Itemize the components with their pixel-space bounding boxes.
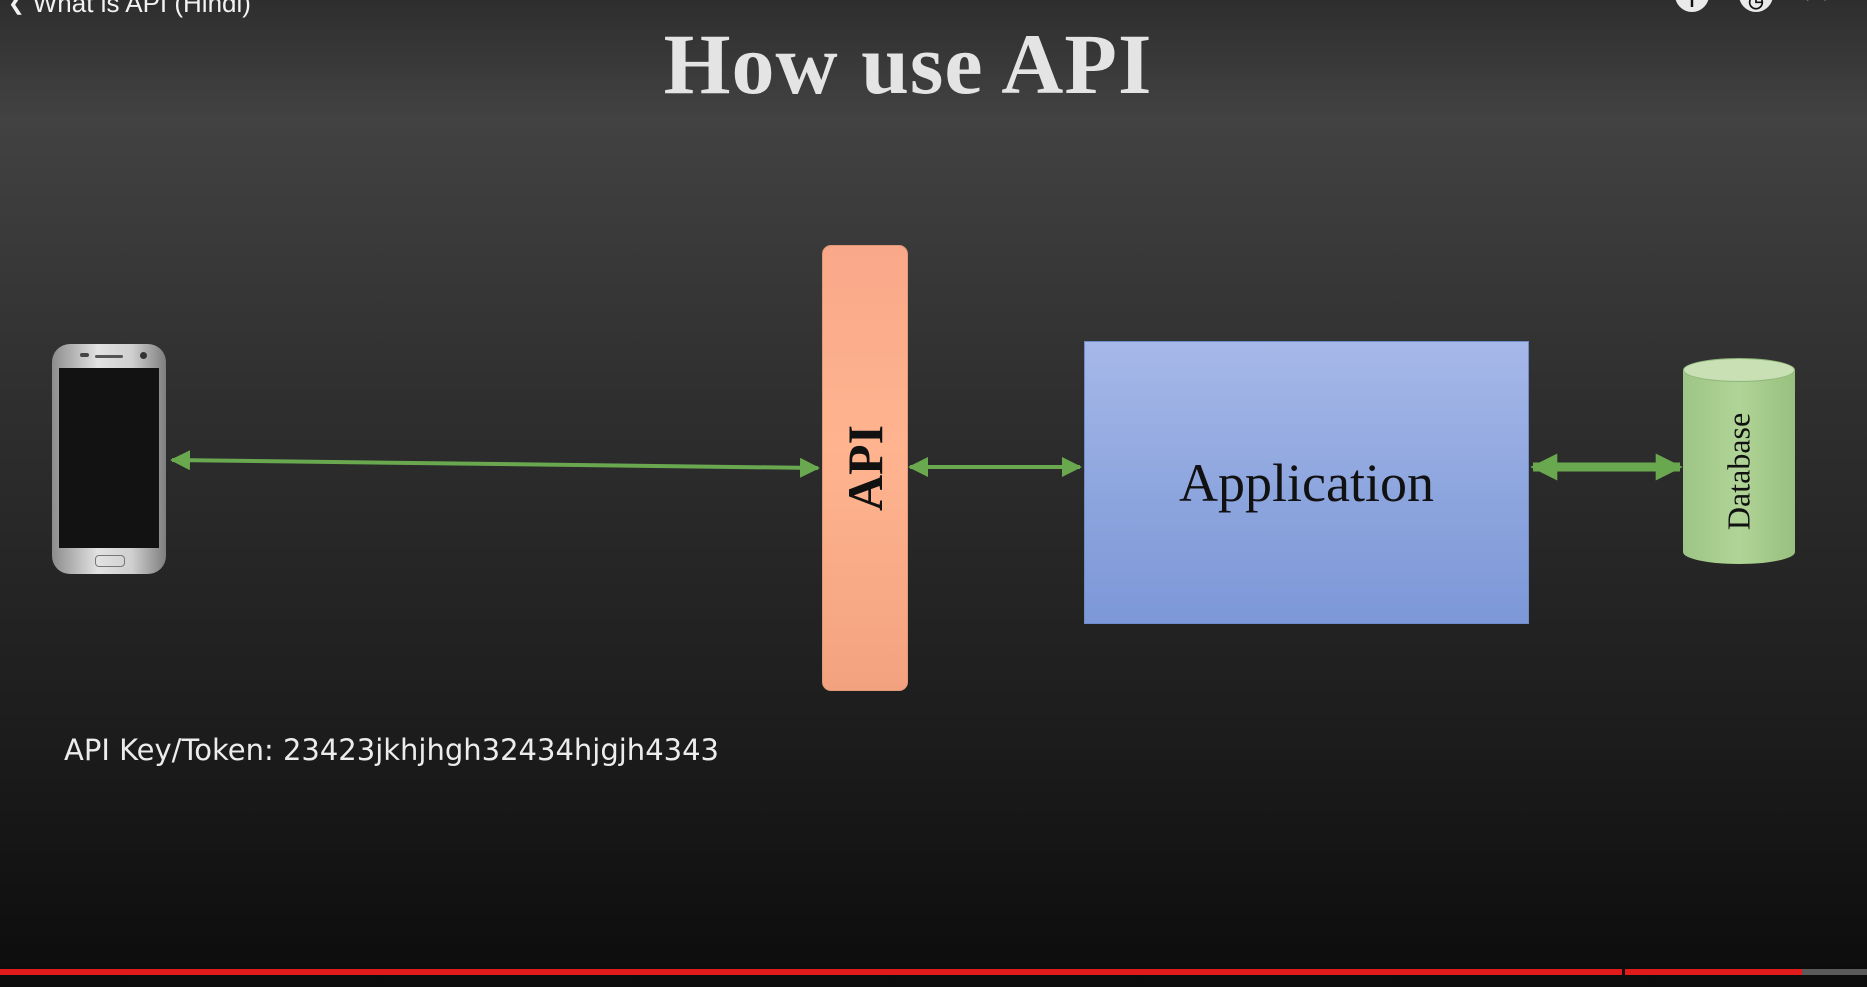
smartphone-image — [52, 344, 166, 574]
database-cylinder: Database — [1683, 358, 1795, 576]
back-chevron-icon[interactable]: ❮ — [8, 0, 25, 15]
progress-played — [0, 969, 1802, 975]
application-box: Application — [1084, 341, 1529, 624]
video-title[interactable]: ❮ What is API (Hindi) — [8, 0, 251, 19]
slide-title: How use API — [663, 16, 1153, 112]
application-label: Application — [1179, 452, 1434, 513]
info-icon[interactable]: i — [1675, 0, 1709, 12]
player-top-controls: i ◷ ➦ — [1675, 0, 1837, 12]
chapter-marker — [1622, 969, 1626, 975]
clock-icon[interactable]: ◷ — [1739, 0, 1773, 12]
api-label: API — [837, 424, 893, 512]
api-key-token-text: API Key/Token: 23423jkhjhgh32434hjgjh434… — [64, 733, 719, 767]
video-progress-bar[interactable] — [0, 969, 1867, 975]
api-box: API — [822, 245, 908, 691]
database-label: Database — [1720, 412, 1757, 531]
video-title-text: What is API (Hindi) — [32, 0, 251, 18]
share-icon[interactable]: ➦ — [1803, 0, 1837, 12]
arrow-phone-api — [170, 450, 820, 478]
